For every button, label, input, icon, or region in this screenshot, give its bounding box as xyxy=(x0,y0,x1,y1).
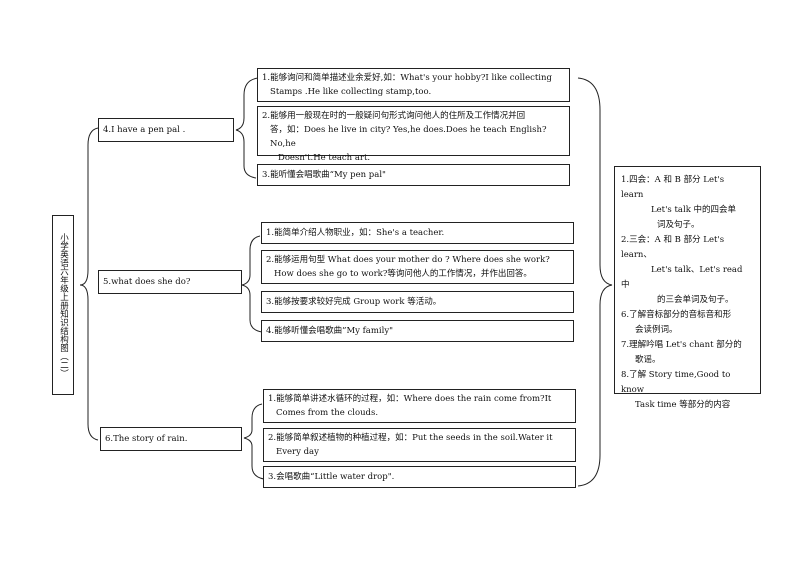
unit4-item-2-line-3: Doesn't.He teach art. xyxy=(278,153,371,163)
unit5-item-4: 4.能够听懂会唱歌曲”My family" xyxy=(261,320,574,342)
unit5-item-2: 2.能够运用句型 What does your mother do ? Wher… xyxy=(261,250,574,284)
unit5-brace xyxy=(241,235,263,333)
unit-label-6: 6.The story of rain. xyxy=(100,427,242,451)
unit6-item-1-line-1: 1.能够简单讲述水循环的过程，如：Where does the rain com… xyxy=(268,394,552,404)
unit-label-5: 5.what does she do? xyxy=(98,270,242,294)
main-brace xyxy=(79,127,99,441)
unit5-item-1: 1.能简单介绍人物职业，如：She's a teacher. xyxy=(261,222,574,244)
summary-line: 7.理解吟唱 Let's chant 部分的 xyxy=(621,340,742,350)
unit4-item-2-line-2: 答，如：Does he live in city? Yes,he does.Do… xyxy=(270,125,547,149)
unit6-item-1-line-2: Comes from the clouds. xyxy=(276,408,379,418)
unit5-item-1-line-1: 1.能简单介绍人物职业，如：She's a teacher. xyxy=(266,228,445,238)
unit6-item-1: 1.能够简单讲述水循环的过程，如：Where does the rain com… xyxy=(263,389,576,423)
unit6-item-3: 3.会唱歌曲“Little water drop". xyxy=(263,466,576,488)
unit4-item-2-line-1: 2.能够用一般现在时的一般疑问句形式询问他人的住所及工作情况并回 xyxy=(262,111,526,121)
right-brace xyxy=(577,77,613,487)
unit5-item-3-line-1: 3.能够按要求较好完成 Group work 等活动。 xyxy=(266,297,442,307)
summary-line: Let's talk 中的四会单 xyxy=(651,205,737,215)
unit6-brace xyxy=(243,403,265,480)
summary-line: 6.了解音标部分的音标音和形 xyxy=(621,310,732,320)
unit-label-4: 4.I have a pen pal . xyxy=(98,118,234,142)
summary-line: 8.了解 Story time,Good to know xyxy=(621,370,731,395)
unit4-item-2: 2.能够用一般现在时的一般疑问句形式询问他人的住所及工作情况并回 答，如：Doe… xyxy=(257,106,570,163)
summary-line: Task time 等部分的内容 xyxy=(635,400,731,410)
unit6-item-2: 2.能够简单叙述植物的种植过程，如：Put the seeds in the s… xyxy=(263,428,576,462)
unit4-item-1-line-1: 1.能够询问和简单描述业余爱好,如：What's your hobby?I li… xyxy=(262,73,552,83)
summary-line: Let's talk、Let's read xyxy=(651,265,743,275)
unit5-item-2-line-1: 2.能够运用句型 What does your mother do ? Wher… xyxy=(266,255,550,265)
unit5-item-3: 3.能够按要求较好完成 Group work 等活动。 xyxy=(261,291,574,313)
summary-box: 1.四会：A 和 B 部分 Let's learn Let's talk 中的四… xyxy=(614,166,761,410)
summary-line: 的三会单词及句子。 xyxy=(657,295,734,305)
summary-line: 中 xyxy=(621,280,630,290)
summary-line: learn、 xyxy=(621,250,652,260)
summary-line: 词及句子。 xyxy=(657,220,700,230)
root-title: 小学英语六年级上册知识结构图（二） xyxy=(52,215,74,395)
unit6-item-3-line-1: 3.会唱歌曲“Little water drop". xyxy=(268,472,395,482)
summary-line: 歌谣。 xyxy=(635,355,661,365)
unit5-item-4-line-1: 4.能够听懂会唱歌曲”My family" xyxy=(266,326,394,336)
summary-line: 1.四会：A 和 B 部分 Let's xyxy=(621,175,725,185)
unit4-brace xyxy=(235,77,259,179)
summary-line: 2.三会：A 和 B 部分 Let's xyxy=(621,235,725,245)
unit6-item-2-line-2: Every day xyxy=(276,447,319,457)
unit4-item-3-line-1: 3.能听懂会唱歌曲“My pen pal" xyxy=(262,170,386,180)
summary-line: 会读例词。 xyxy=(635,325,678,335)
unit4-item-1-line-2: Stamps .He like collecting stamp,too. xyxy=(270,87,432,97)
unit5-item-2-line-2: How does she go to work?等询问他人的工作情况，并作出回答… xyxy=(274,269,532,279)
unit4-item-1: 1.能够询问和简单描述业余爱好,如：What's your hobby?I li… xyxy=(257,68,570,102)
unit6-item-2-line-1: 2.能够简单叙述植物的种植过程，如：Put the seeds in the s… xyxy=(268,433,553,443)
summary-line: learn xyxy=(621,190,644,200)
unit4-item-3: 3.能听懂会唱歌曲“My pen pal" xyxy=(257,164,570,186)
